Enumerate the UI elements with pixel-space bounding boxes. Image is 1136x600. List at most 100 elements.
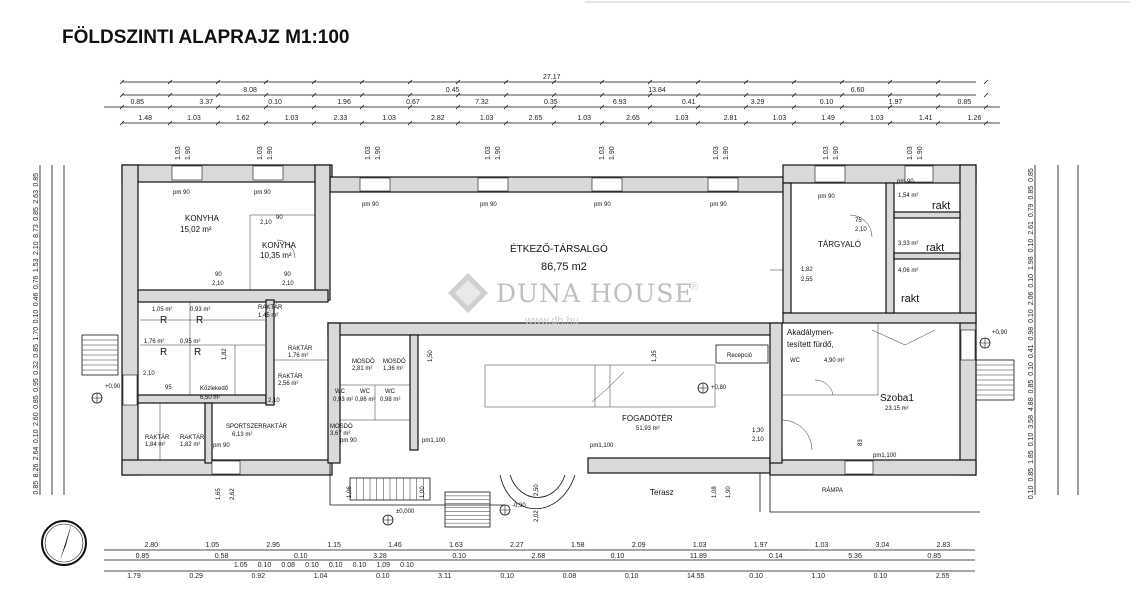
duna-house-watermark: DUNA HOUSE ® www.dh.hu: [448, 273, 698, 327]
label-level-minus: -0,90: [512, 503, 526, 509]
room-konyha-1-area: 15,02 m²: [180, 225, 212, 234]
bottom-dim-misc-label-1: 0.10: [258, 562, 272, 569]
label-pm90-4: pm 90: [480, 202, 497, 208]
dims-r2-label-1: 0.45: [446, 87, 460, 94]
label-opening-262: 2,62: [230, 488, 236, 500]
dim-total-width: 27.17: [543, 74, 561, 81]
bottom-dim3-label-2: 0.92: [252, 573, 266, 580]
dims-r4-label-11: 1.03: [675, 115, 689, 122]
room-rakt-2-name: rakt: [926, 242, 944, 254]
room-wc3-area: 0,98 m²: [380, 397, 400, 403]
bottom-dim2-label-6: 0.10: [611, 553, 625, 560]
dims-right-label-6: 0.10: [1028, 274, 1035, 288]
label-opening-106: 1,06: [347, 486, 353, 498]
terrace-label: Terasz: [650, 488, 674, 497]
dims-right-label-2: 0.79: [1028, 203, 1035, 217]
room-r1-area: 1,05 m²: [152, 307, 172, 313]
dims-r4-label-7: 1.03: [480, 115, 494, 122]
room-mosdo3-name: MOSDÓ: [330, 423, 353, 430]
level-marker-icons: [91, 337, 991, 526]
dims-r2-label-3: 6.60: [851, 87, 865, 94]
dims-r3-label-12: 0.85: [958, 99, 972, 106]
dims-left-label-6: 0.76: [33, 275, 40, 289]
dims-r4-label-6: 2.82: [431, 115, 445, 122]
room-r3-name: R: [160, 347, 167, 358]
bottom-dim-misc-label-7: 0.10: [400, 562, 414, 569]
room-raktar-e-area: 1,82 m²: [180, 442, 200, 448]
label-pm90-2: pm 90: [254, 190, 271, 196]
plan-title: FÖLDSZINTI ALAPRAJZ M1:100: [62, 27, 350, 48]
dims-r4-label-4: 2.33: [334, 115, 348, 122]
dims-r3-label-4: 0.67: [406, 99, 420, 106]
dims-r4-label-8: 2.65: [529, 115, 543, 122]
room-raktar-b-name: RAKTÁR: [288, 345, 313, 352]
label-door-210b: 2,10: [212, 281, 224, 287]
label-opening-165: 1,65: [216, 488, 222, 500]
room-wc1-name: WC: [335, 389, 346, 395]
room-konyha-2-area: 10,35 m²: [260, 251, 292, 260]
room-raktar-c-area: 2,56 m²: [278, 381, 298, 387]
bottom-dim1-label-8: 2.09: [632, 542, 646, 549]
window-dim-label-14: 1.03: [907, 146, 914, 160]
dims-right-label-7: 2.06: [1028, 292, 1035, 306]
label-level-plus90-right: +0,90: [992, 330, 1008, 336]
dims-right-label-0: 0.85: [1028, 168, 1035, 182]
label-door-210g: 2,10: [752, 437, 764, 443]
bottom-dim1-label-5: 1.63: [449, 542, 463, 549]
watermark-brand: DUNA HOUSE: [496, 279, 694, 308]
room-mosdo1-name: MOSDÓ: [352, 358, 375, 365]
label-pm1100-2: pm1,100: [590, 443, 614, 449]
label-opening-83: 83: [858, 439, 864, 446]
dims-right-label-12: 0.85: [1028, 380, 1035, 394]
bottom-dim3-label-9: 14.55: [687, 573, 705, 580]
bottom-dim2-label-5: 2.68: [532, 553, 546, 560]
dims-right-label-14: 3.58: [1028, 415, 1035, 429]
room-raktar-d-name: RAKTÁR: [145, 434, 170, 441]
dims-r4-label-15: 1.03: [870, 115, 884, 122]
right-dimension-chain: 0.850.850.792.610.101.980.102.060.100.98…: [1028, 165, 1079, 499]
room-wc3-name: WC: [385, 389, 396, 395]
label-pm1100-3: pm1,100: [873, 453, 897, 459]
dims-r4-label-9: 1.03: [577, 115, 591, 122]
room-konyha-1-name: KONYHA: [185, 214, 219, 223]
room-r3-area: 1,76 m²: [144, 339, 164, 345]
bottom-dim1-label-0: 2.80: [144, 542, 158, 549]
room-rakt-1-area: 1,54 m²: [898, 193, 918, 199]
dims-r4-label-10: 2.65: [626, 115, 640, 122]
bottom-dim2-label-3: 3.28: [373, 553, 387, 560]
room-labels: KONYHA 15,02 m² KONYHA 10,35 m² ÉTKEZŐ-T…: [144, 193, 950, 497]
window-dim-label-11: 1.90: [723, 146, 730, 160]
bottom-dim1-label-12: 3.04: [876, 542, 890, 549]
dims-r3-label-6: 0.35: [544, 99, 558, 106]
interior-lines: [81, 214, 1015, 528]
room-rakt-3-area: 4,06 m²: [898, 268, 918, 274]
label-opening-150: 1,50: [428, 350, 434, 362]
bottom-dim2-label-10: 0.85: [927, 553, 941, 560]
bottom-dim-misc-label-2: 0.08: [281, 562, 295, 569]
dims-right-label-10: 0.41: [1028, 344, 1035, 358]
dims-right-label-17: 0.85: [1028, 468, 1035, 482]
dims-left-label-10: 0.85: [33, 344, 40, 358]
bottom-dim1-label-11: 1.03: [815, 542, 829, 549]
room-raktar-d-area: 1,84 m²: [145, 442, 165, 448]
watermark-registered: ®: [690, 281, 698, 293]
dims-r4-label-2: 1.62: [236, 115, 250, 122]
room-r4-name: R: [194, 347, 201, 358]
room-furdo-line2: tesített fürdő,: [787, 340, 834, 349]
dims-right-label-5: 1.98: [1028, 256, 1035, 270]
label-pm90-1: pm 90: [173, 190, 190, 196]
door-and-level-labels: pm 90 pm 90 pm 90 pm 90 pm 90 pm 90 pm 9…: [105, 179, 1008, 515]
room-mosdo2-name: MOSDÓ: [383, 358, 406, 365]
bottom-dim2-label-2: 0.10: [294, 553, 308, 560]
label-door-90a: 90: [276, 215, 283, 221]
dims-left-label-15: 0.10: [33, 429, 40, 443]
room-fogado-area: 51,93 m²: [636, 426, 660, 432]
dims-right-label-18: 0.10: [1028, 485, 1035, 499]
dims-left-label-0: 0.85: [33, 173, 40, 187]
bottom-dim1-label-4: 1.46: [388, 542, 402, 549]
window-dim-label-1: 1.90: [185, 146, 192, 160]
bottom-dim3-label-7: 0.08: [563, 573, 577, 580]
room-r2-name: R: [196, 315, 203, 326]
bottom-dim3-label-1: 0.29: [189, 573, 203, 580]
